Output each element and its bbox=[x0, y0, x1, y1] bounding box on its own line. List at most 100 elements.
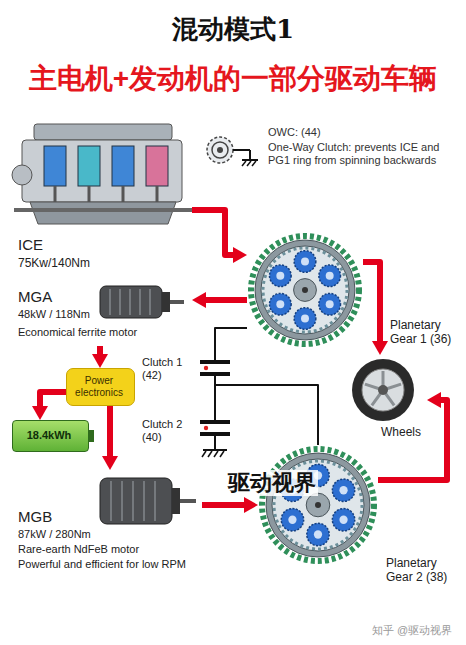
clutch-symbol-part bbox=[214, 451, 218, 457]
motor-mgb-illustration-part bbox=[172, 488, 180, 514]
clutch-symbol-part bbox=[214, 410, 216, 420]
one-way-clutch-symbol bbox=[200, 124, 266, 184]
planetary-gear-outline-part bbox=[339, 486, 347, 494]
clutch-symbol-part bbox=[214, 350, 216, 360]
clutch-symbol-part bbox=[214, 436, 216, 450]
planetary-gear-outline-part bbox=[302, 287, 308, 293]
power-flow-arrow bbox=[92, 346, 108, 368]
node-label: Power electronics bbox=[67, 375, 131, 399]
engine-illustration-part bbox=[78, 146, 100, 186]
planetary-gear-outline-part bbox=[269, 265, 291, 287]
planetary-gear-outline-part bbox=[294, 251, 316, 273]
clutch-symbol-part bbox=[202, 451, 206, 457]
clutch-link-line bbox=[240, 385, 318, 445]
battery-terminal bbox=[89, 430, 94, 442]
planetary-gear-outline-part bbox=[326, 300, 334, 308]
engine-illustration-part bbox=[146, 146, 168, 186]
engine-illustration bbox=[12, 124, 192, 224]
one-way-clutch-symbol-part bbox=[252, 161, 256, 166]
node-detail: One-Way Clutch: prevents ICE and PG1 rin… bbox=[268, 141, 448, 167]
one-way-clutch-symbol-part bbox=[217, 147, 223, 153]
clutch-link-line bbox=[215, 328, 247, 350]
engine-illustration-part bbox=[44, 146, 66, 186]
planetary-gear-outline-part bbox=[255, 240, 355, 340]
clutch-symbol-part bbox=[204, 366, 208, 370]
motor-mgb-illustration-part bbox=[110, 481, 112, 521]
motor-node: MGB87kW / 280NmRare-earth NdFeB motorPow… bbox=[12, 470, 202, 580]
engine-illustration-part bbox=[54, 186, 57, 204]
node-label: OWC: (44) bbox=[268, 126, 321, 139]
motor-mgb-illustration-part bbox=[180, 499, 196, 503]
one-way-clutch-symbol-part bbox=[247, 161, 251, 166]
wheel-symbol-part bbox=[352, 359, 414, 421]
node-label: Planetary Gear 2 (38) bbox=[386, 556, 454, 585]
battery-box: 18.4kWh bbox=[12, 420, 89, 452]
one-way-clutch-symbol-part bbox=[212, 142, 228, 158]
node-label: Planetary Gear 1 (36) bbox=[390, 318, 458, 347]
planetary-gear-outline-part bbox=[266, 453, 370, 557]
engine-illustration-part bbox=[122, 186, 125, 204]
node-label: Wheels bbox=[381, 425, 421, 439]
engine-node: ICE75Kw/140Nm bbox=[12, 118, 192, 278]
engine-illustration-part bbox=[30, 202, 176, 224]
node-label: Clutch 1 (42) bbox=[142, 356, 194, 382]
planetary-gear-outline-part bbox=[326, 272, 334, 280]
planetary-gear-outline-part bbox=[332, 509, 354, 531]
planetary-gear-outline-part bbox=[288, 516, 296, 524]
clutch-link-line bbox=[240, 385, 318, 445]
motor-mga-illustration bbox=[100, 286, 184, 318]
power-flow-line bbox=[192, 210, 234, 255]
power-electronics-box: Power electronics bbox=[66, 368, 135, 406]
power-flow-arrow bbox=[363, 262, 388, 355]
one-way-clutch-symbol-part bbox=[249, 150, 251, 160]
node-label: 18.4kWh bbox=[13, 429, 85, 442]
engine-illustration-part bbox=[12, 165, 32, 185]
planetary-gear-outline-part bbox=[307, 523, 329, 545]
planetary-gear-outline-part bbox=[262, 449, 374, 561]
power-flow-line bbox=[202, 502, 245, 508]
watermark: 知乎 @驱动视界 bbox=[372, 624, 452, 637]
one-way-clutch-node: OWC: (44) One-Way Clutch: prevents ICE an… bbox=[200, 124, 458, 188]
wheel-symbol-part bbox=[378, 385, 388, 395]
motor-mga-illustration-part bbox=[129, 289, 131, 315]
planetary-gear-outline-part bbox=[339, 516, 347, 524]
planetary-gear-outline-part bbox=[269, 293, 291, 315]
clutch-symbol-part bbox=[200, 360, 230, 364]
engine-illustration-part bbox=[34, 124, 172, 140]
watermark: 驱动视界 bbox=[226, 470, 318, 496]
power-flow-line bbox=[363, 262, 380, 342]
planetary-gear-outline bbox=[258, 445, 378, 565]
clutch-symbol-part bbox=[204, 426, 208, 430]
power-flow-arrow bbox=[202, 497, 258, 513]
clutch-symbol-part bbox=[200, 432, 230, 436]
node-label: Clutch 2 (40) bbox=[142, 418, 194, 444]
motor-mgb-illustration-part bbox=[121, 481, 123, 521]
arrowhead bbox=[427, 392, 441, 408]
motor-mga-illustration-part bbox=[109, 289, 111, 315]
node-detail: 87kW / 280Nm bbox=[18, 528, 91, 541]
power-flow-line bbox=[205, 297, 247, 303]
node-detail: Rare-earth NdFeB motor bbox=[18, 543, 139, 556]
motor-mga-illustration-part bbox=[100, 286, 162, 318]
motor-mga-illustration-part bbox=[162, 292, 170, 312]
wheel-symbol bbox=[345, 355, 427, 425]
planetary-gear-outline-part bbox=[315, 502, 321, 508]
one-way-clutch-symbol-part bbox=[207, 137, 233, 163]
arrowhead bbox=[233, 247, 247, 263]
planetary-gear-outline-part bbox=[276, 300, 284, 308]
planetary-gear-outline-part bbox=[332, 479, 354, 501]
subtitle: 主电机+发动机的一部分驱动车辆 bbox=[0, 62, 466, 96]
node-detail: 48kW / 118Nm bbox=[18, 308, 90, 321]
arrowhead bbox=[372, 341, 388, 355]
arrowhead bbox=[32, 406, 48, 420]
node-label: ICE bbox=[18, 236, 43, 254]
node-label: MGB bbox=[18, 508, 52, 526]
clutch-symbol-part bbox=[220, 451, 224, 457]
planetary-gear-outline-part bbox=[251, 236, 359, 344]
motor-mgb-illustration-part bbox=[154, 481, 156, 521]
planetary-gear-outline-part bbox=[261, 246, 349, 334]
clutch-symbol-part bbox=[215, 384, 240, 386]
power-flow-line bbox=[40, 392, 66, 407]
node-label: MGA bbox=[18, 288, 52, 306]
